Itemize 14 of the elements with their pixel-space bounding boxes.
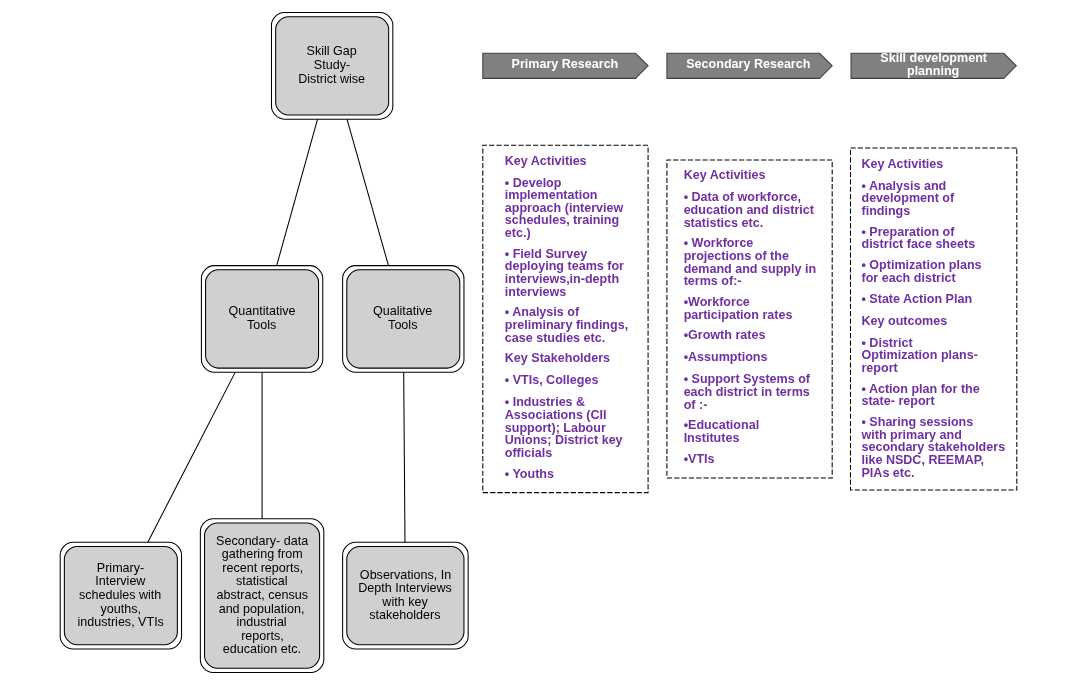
connector xyxy=(276,118,319,266)
node-box: Key Activities • Data of workforce, education and district statistics etc. • Workforce projections of the demand and supply in terms of:- •Workforce participation rates •Growth rates •Assumptions • Support Systems of each district in terms of :- •Educational Institutes •VTIs xyxy=(666,159,833,479)
node-box: Key Activities • Develop implementation approach (interview schedules, training etc.) • Field Survey deploying teams for interviews,in-depth interviews • Analysis of preliminary findings, case studies etc. Key Stakeholders • VTIs, Colleges • Industries & Associations (CII support); Labour Unions; District key officials • Youths xyxy=(482,144,649,494)
node-box: Key Activities • Analysis and development of findings • Preparation of district face sheets • Optimization plans for each district • State Action Plan Key outcomes • District Optimization plans- report • Action plan for the state- report • Sharing sessions with primary and secondary stakeholders like NSDC, REEMAP, PIAs etc. xyxy=(849,147,1018,491)
connector xyxy=(147,372,236,543)
connector xyxy=(346,118,389,266)
node-box: Secondary- data gathering from recent reports, statistical abstract, census and population, industrial reports, education etc. xyxy=(199,518,325,674)
node-box: Quantitative Tools xyxy=(200,265,324,373)
node-box: Skill Gap Study- District wise xyxy=(270,11,394,120)
node-box: Observations, In Depth Interviews with key stakeholders xyxy=(342,541,469,650)
node-box: Qualitative Tools xyxy=(342,265,465,373)
connector xyxy=(403,372,406,543)
connector xyxy=(261,372,263,520)
node-box: Primary- Interview schedules with youths, industries, VTIs xyxy=(59,541,183,650)
